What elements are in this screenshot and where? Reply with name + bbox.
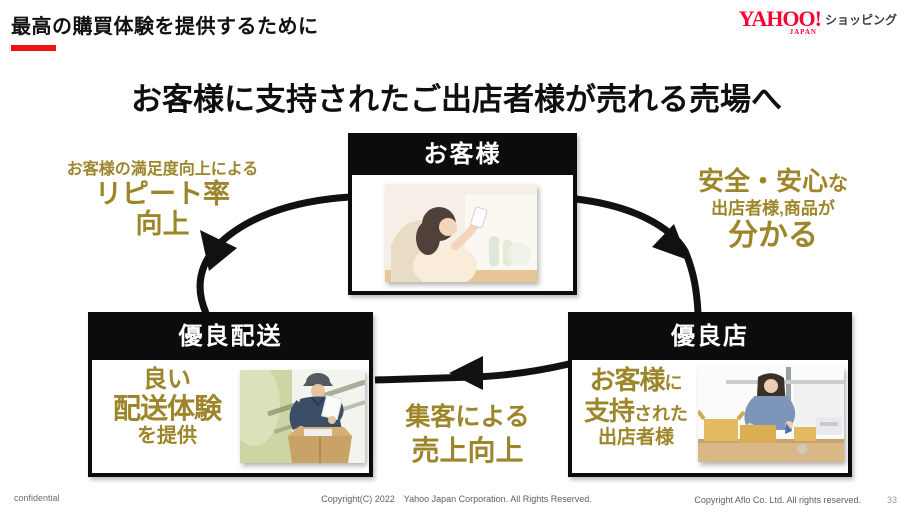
page-number: 33 bbox=[886, 495, 897, 505]
customer-photo bbox=[385, 183, 537, 282]
shopping-service-label: ショッピング bbox=[824, 13, 897, 27]
left-arrowhead-icon bbox=[200, 230, 237, 271]
sales-increase-label: 集客による 売上向上 bbox=[405, 403, 530, 467]
copyright-yahoo: Copyright(C) 2022 Yahoo Japan Corporatio… bbox=[321, 494, 592, 504]
delivery-box-body: 良い 配送体験 を提供 bbox=[92, 360, 369, 472]
bottom-arrowhead-icon bbox=[449, 356, 483, 390]
yahoo-wordmark: YAHOO! bbox=[738, 6, 822, 31]
store-box: 優良店 お客様に 支持された 出店者様 bbox=[568, 312, 852, 477]
delivery-photo bbox=[240, 369, 365, 463]
slide-headline: 最高の購買体験を提供するために bbox=[11, 16, 319, 38]
right-arrowhead-icon bbox=[652, 224, 688, 260]
delivery-box: 優良配送 良い 配送体験 を提供 bbox=[88, 312, 373, 477]
yahoo-japan-shopping-logo: YAHOO! JAPAN ショッピング bbox=[738, 6, 897, 37]
delivery-box-text: 良い 配送体験 を提供 bbox=[112, 365, 222, 448]
repeat-rate-label: お客様の満足度向上による リピート率 向上 bbox=[66, 161, 259, 239]
delivery-box-header: 優良配送 bbox=[92, 316, 369, 360]
safety-label: 安全・安心な 出店者様,商品が 分かる bbox=[697, 166, 848, 252]
confidential-label: confidential bbox=[14, 493, 60, 503]
customer-box: お客様 bbox=[348, 133, 577, 295]
customer-box-body bbox=[352, 175, 573, 291]
yahoo-logo-mark: YAHOO! JAPAN bbox=[738, 6, 825, 37]
store-photo bbox=[698, 366, 844, 462]
slide-title: お客様に支持されたご出店者様が売れる売場へ bbox=[131, 82, 782, 117]
yahoo-japan-label: JAPAN bbox=[789, 28, 817, 36]
headline-red-underline bbox=[11, 45, 56, 51]
store-box-text: お客様に 支持された 出店者様 bbox=[583, 364, 688, 448]
left-arc bbox=[196, 193, 351, 315]
store-box-body: お客様に 支持された 出店者様 bbox=[572, 360, 848, 472]
copyright-aflo: Copyright Aflo Co. Ltd. All rights reser… bbox=[694, 495, 861, 505]
customer-box-header: お客様 bbox=[352, 137, 573, 175]
store-box-header: 優良店 bbox=[572, 316, 848, 360]
